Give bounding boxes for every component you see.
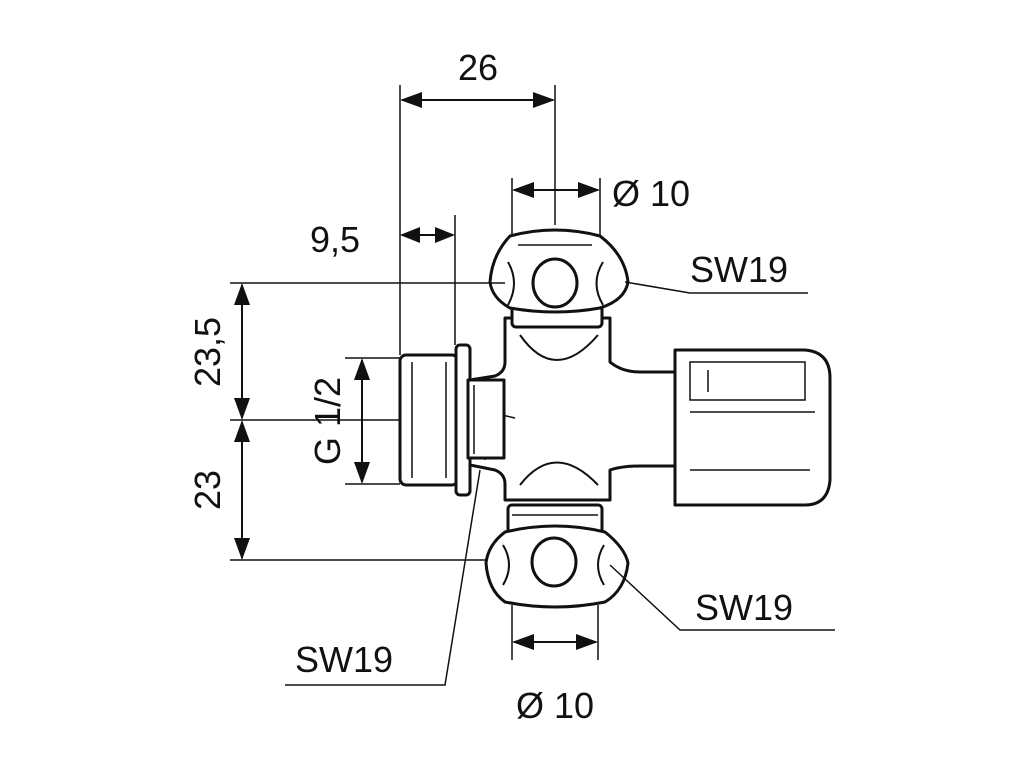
thread-inlet xyxy=(398,343,506,497)
label-nut-bottom-left: SW19 xyxy=(295,639,393,680)
dim-overall-width: 26 xyxy=(399,47,556,355)
leader-nut-bottom-left: SW19 xyxy=(285,469,481,686)
label-thread-offset: 9,5 xyxy=(310,219,360,260)
label-upper-height: 23,5 xyxy=(187,317,228,387)
dim-outlet-dia-top: Ø 10 xyxy=(511,173,690,236)
leader-nut-bottom-right: SW19 xyxy=(609,564,835,631)
dim-outlet-dia-bottom: Ø 10 xyxy=(511,605,599,726)
label-outlet-dia-top: Ø 10 xyxy=(612,173,690,214)
label-outlet-dia-bottom: Ø 10 xyxy=(516,685,594,726)
label-overall-width: 26 xyxy=(458,47,498,88)
nut-bottom xyxy=(484,503,630,609)
label-thread-size: G 1/2 xyxy=(307,377,348,465)
nut-top xyxy=(488,228,630,329)
dim-thread-size: G 1/2 xyxy=(307,357,400,485)
label-nut-top-right: SW19 xyxy=(690,249,788,290)
label-lower-height: 23 xyxy=(187,470,228,510)
leader-nut-top-right: SW19 xyxy=(624,249,808,294)
dim-thread-offset: 9,5 xyxy=(310,215,456,345)
nut-right xyxy=(673,348,832,507)
label-nut-bottom-right: SW19 xyxy=(695,587,793,628)
dim-upper-height: 23,5 xyxy=(187,282,505,421)
dim-lower-height: 23 xyxy=(187,420,486,561)
